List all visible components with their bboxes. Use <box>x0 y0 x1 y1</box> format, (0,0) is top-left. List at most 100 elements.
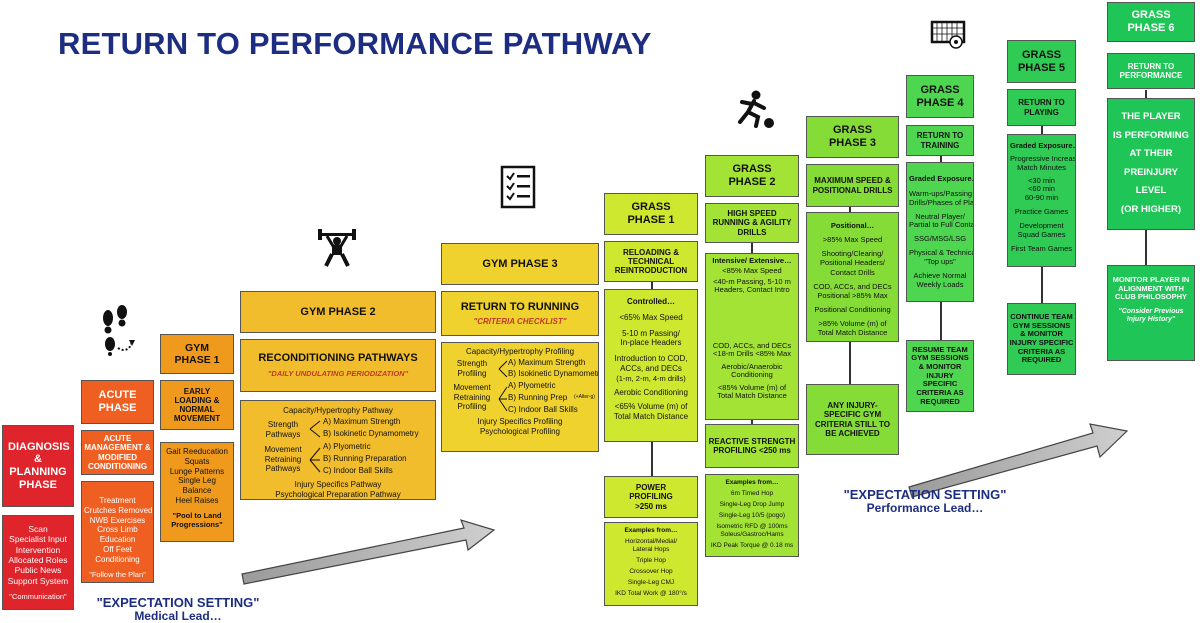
grass4-header-text: GRASS PHASE 4 <box>916 83 964 109</box>
monitor-player-box: MONITOR PLAYER IN ALIGNMENT WITH CLUB PH… <box>1107 265 1195 361</box>
gym-phase-1-header: GYM PHASE 1 <box>160 334 234 374</box>
continue-gym-box: CONTINUE TEAM GYM SESSIONS & MONITOR INJ… <box>1007 303 1076 375</box>
list-item: Warm-ups/Passing <box>909 188 973 198</box>
connector-line <box>751 243 753 253</box>
movement-label: Movement Retraining Profiling <box>453 382 491 412</box>
gym1-sub-text: EARLY LOADING & NORMAL MOVEMENT <box>173 386 221 424</box>
expectation-medical-line1: "EXPECTATION SETTING" <box>96 595 260 610</box>
section-heading: Graded Exposure… <box>909 174 974 183</box>
list-item: <30 min <box>1028 175 1055 185</box>
strength-item: A) Maximum Strength <box>323 416 401 426</box>
monitor-text: MONITOR PLAYER IN ALIGNMENT WITH CLUB PH… <box>1112 275 1190 302</box>
grass-phase-3-header: GRASS PHASE 3 <box>806 116 899 158</box>
acute-phase-header: ACUTE PHASE <box>81 380 154 424</box>
list-item: Squad Games <box>1017 229 1066 239</box>
list-item: Progressive Increase of <box>1010 153 1076 163</box>
weightlifter-icon <box>318 229 356 267</box>
connector-line <box>651 442 653 476</box>
list-item: Conditioning <box>731 370 773 380</box>
list-item: 5-10 m Passing/ <box>622 328 680 338</box>
grass-phase-1-sub: RELOADING & TECHNICAL REINTRODUCTION <box>604 241 698 282</box>
list-item: PREINJURY <box>1123 166 1179 178</box>
reactive-header-text: REACTIVE STRENGTH PROFILING <250 ms <box>708 436 796 455</box>
gym-phase-2-sub: RECONDITIONING PATHWAYS "DAILY UNDULATIN… <box>240 339 436 392</box>
list-item: IS PERFORMING <box>1112 129 1189 141</box>
strength-item: A) Maximum Strength <box>508 357 586 367</box>
grass-phase-5-header: GRASS PHASE 5 <box>1007 40 1076 83</box>
strength-group: Strength Profiling A) Maximum Strength B… <box>444 357 599 381</box>
bracket-icon <box>498 360 508 378</box>
gym2-quote-text: "DAILY UNDULATING PERIODIZATION" <box>267 369 409 378</box>
diagnosis-details: Scan Specialist Input Intervention Alloc… <box>2 515 74 610</box>
section-heading: Intensive/ Extensive… <box>712 256 792 265</box>
list-item: Drills/Phases of Play <box>909 197 974 207</box>
list-item: Lateral Hops <box>632 545 670 553</box>
expectation-performance-line2: Performance Lead… <box>866 500 984 515</box>
grass3-header-text: GRASS PHASE 3 <box>828 124 877 149</box>
list-item: Conditioning <box>95 554 140 564</box>
connector-line <box>1145 230 1147 265</box>
list-item: First Team Games <box>1010 243 1073 253</box>
progress-arrow-medical <box>241 519 496 585</box>
strength-item: B) Isokinetic Dynamometry <box>508 368 599 378</box>
connector-line <box>940 156 942 162</box>
list-item: Positional Headers/ <box>819 258 886 268</box>
power-profiling-details: Examples from… Horizontal/Medial/ Latera… <box>604 522 698 606</box>
connector-line <box>849 342 851 384</box>
grass-phase-4-details: Graded Exposure… Warm-ups/Passing Drills… <box>906 162 974 302</box>
list-item: Horizontal/Medial/ <box>624 537 678 545</box>
connector-line <box>1041 126 1043 134</box>
list-item: Squats <box>184 456 210 466</box>
grass-phase-3-details: Positional… >85% Max Speed Shooting/Clea… <box>806 212 899 342</box>
movement-group: Movement Retraining Pathways A) Plyometr… <box>243 442 433 480</box>
movement-group: Movement Retraining Profiling A) Plyomet… <box>444 381 596 417</box>
acute-sub-header: ACUTE MANAGEMENT & MODIFIED CONDITIONING <box>81 430 154 475</box>
list-item: <60 min <box>1028 184 1055 194</box>
bracket-icon <box>498 386 508 412</box>
expectation-medical-line2: Medical Lead… <box>134 608 222 623</box>
list-item: >85% Volume (m) of <box>818 319 887 329</box>
grass-phase-4-header: GRASS PHASE 4 <box>906 75 974 118</box>
list-item: Education <box>99 535 136 544</box>
gym-phase-2-details: Capacity/Hypertrophy Pathway Strength Pa… <box>240 400 436 500</box>
list-item: Treatment <box>99 496 136 505</box>
movement-item: A) Plyometric <box>323 441 371 451</box>
resume-text: RESUME TEAM GYM SESSIONS & MONITOR INJUR… <box>911 344 969 406</box>
strength-group: Strength Pathways A) Maximum Strength B)… <box>243 416 433 442</box>
list-item: Crutches Removed <box>84 505 153 515</box>
movement-item: A) Plyometric <box>508 380 556 390</box>
grass6-sub-text: RETURN TO PERFORMANCE <box>1119 61 1183 80</box>
grass-phase-5-sub: RETURN TO PLAYING <box>1007 89 1076 126</box>
grass2-sub-text: HIGH SPEED RUNNING & AGILITY DRILLS <box>712 209 792 237</box>
gym2-sub-text: RECONDITIONING PATHWAYS <box>258 352 418 365</box>
grass-phase-2-details: Intensive/ Extensive… <85% Max Speed <40… <box>705 253 799 338</box>
list-item: Cross Limb <box>97 525 138 535</box>
grass4-sub-text: RETURN TO TRAINING <box>916 131 964 150</box>
section-heading: Positional… <box>830 221 875 230</box>
list-item: Injury Specifics Profiling <box>477 416 563 426</box>
list-item: Intervention <box>15 544 61 555</box>
list-item: Isometric RFD @ 100ms <box>716 522 788 530</box>
checklist-icon <box>500 165 536 209</box>
connector-line <box>1041 267 1043 303</box>
list-item: Triple Hop <box>636 556 666 564</box>
movement-item: C) Indoor Ball Skills <box>508 404 578 414</box>
list-item: "Top ups" <box>924 256 956 266</box>
acute-details: Treatment Crutches Removed NWB Exercises… <box>81 481 154 583</box>
criteria-text: ANY INJURY-SPECIFIC GYM CRITERIA STILL T… <box>815 401 890 438</box>
strength-label: Strength Profiling <box>456 358 488 378</box>
grass5-sub-text: RETURN TO PLAYING <box>1018 98 1065 117</box>
grass6-header-text: GRASS PHASE 6 <box>1127 9 1175 34</box>
expectation-performance-line1: "EXPECTATION SETTING" <box>843 487 1007 502</box>
grass-phase-1-header: GRASS PHASE 1 <box>604 193 698 235</box>
list-item: Physical & Technical <box>909 248 974 258</box>
list-item: <85% Max Speed <box>722 266 782 276</box>
list-item: Single-Leg Drop Jump <box>719 500 785 508</box>
power-profiling-header: POWER PROFILING >250 ms <box>604 476 698 518</box>
list-item: 60-90 min <box>1024 193 1059 203</box>
gym-phase-1-details: Gait Reeducation Squats Lunge Patterns S… <box>160 442 234 542</box>
list-item: In-place Headers <box>620 338 682 348</box>
gym3-quote-text: "CRITERIA CHECKLIST" <box>473 317 567 327</box>
list-item: THE PLAYER <box>1121 111 1181 122</box>
movement-item: B) Running Preparation <box>323 453 407 463</box>
